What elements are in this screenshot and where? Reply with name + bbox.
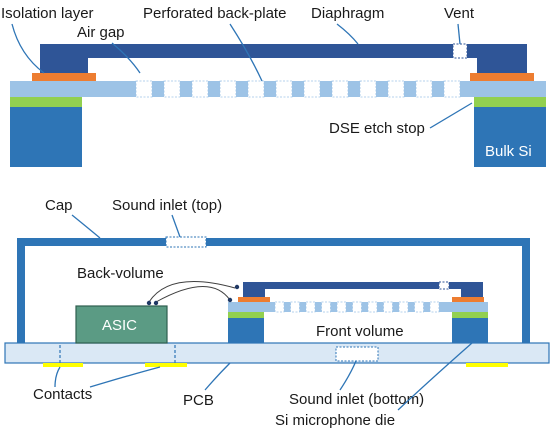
perforation-hole	[415, 80, 433, 98]
perforation-hole	[398, 301, 409, 313]
perforation-hole	[303, 80, 321, 98]
diaphragm-top	[40, 44, 527, 58]
label-sound-inlet-bottom: Sound inlet (bottom)	[289, 391, 424, 408]
perforation-hole	[429, 301, 440, 313]
bond-pad-asic-1	[146, 300, 152, 306]
perforation-hole	[359, 80, 377, 98]
perforation-hole	[336, 301, 347, 313]
label-front-volume: Front volume	[316, 323, 404, 340]
label-air-gap: Air gap	[77, 24, 125, 41]
perforation-hole	[290, 301, 300, 313]
die-back-plate-perforations	[274, 301, 440, 313]
die-etch-stop-right	[452, 312, 488, 318]
leader-sound-inlet-top	[171, 214, 181, 238]
leader-air-gap	[111, 42, 141, 74]
diaphragm-right-leg	[477, 58, 527, 73]
perforation-hole	[274, 301, 285, 313]
vent	[452, 43, 468, 59]
pcb	[4, 342, 550, 364]
isolation-layer-right	[470, 73, 534, 81]
die-diaphragm-left-leg	[243, 289, 265, 297]
label-sound-inlet-top: Sound inlet (top)	[112, 197, 222, 214]
leader-isolation-layer	[11, 23, 45, 74]
leader-cap	[71, 214, 101, 239]
leader-contacts-1	[54, 366, 61, 388]
die-diaphragm-right-leg	[461, 289, 483, 297]
asic-chip	[75, 305, 168, 344]
contact-2	[145, 363, 187, 367]
leader-si-microphone-die	[397, 342, 473, 411]
perforation-hole	[247, 80, 265, 98]
leader-contacts-2	[89, 366, 161, 388]
perforation-hole	[275, 80, 293, 98]
bulk-si-right	[474, 107, 546, 167]
perforation-hole	[321, 301, 331, 313]
back-plate-perforations	[135, 80, 461, 98]
etch-stop-left	[10, 97, 82, 107]
label-contacts: Contacts	[33, 386, 92, 403]
leader-dse-etch-stop	[429, 102, 473, 129]
perforation-hole	[352, 301, 362, 313]
perforation-hole	[135, 80, 153, 98]
bond-wire-1	[148, 281, 236, 303]
bottom-package-cross-section	[4, 236, 550, 367]
sound-inlet-top	[165, 236, 207, 248]
label-si-microphone-die: Si microphone die	[275, 412, 395, 429]
perforation-hole	[163, 80, 181, 98]
bond-pad-die-1	[234, 284, 240, 290]
die-bulk-si-right	[452, 318, 488, 343]
label-vent: Vent	[444, 5, 475, 22]
label-asic: ASIC	[102, 317, 137, 334]
die-diaphragm-top	[243, 282, 483, 289]
leader-diaphragm	[336, 23, 359, 45]
label-perforated-back-plate: Perforated back-plate	[143, 5, 286, 22]
perforation-hole	[367, 301, 378, 313]
label-diaphragm: Diaphragm	[311, 5, 384, 22]
label-bulk-si: Bulk Si	[485, 143, 532, 160]
label-cap: Cap	[45, 197, 73, 214]
leader-pcb	[204, 362, 231, 391]
die-etch-stop-left	[228, 312, 264, 318]
perforation-hole	[219, 80, 237, 98]
bond-wire-2	[155, 286, 231, 303]
top-mems-cross-section	[10, 43, 546, 167]
label-isolation-layer: Isolation layer	[1, 5, 94, 22]
die-bulk-si-left	[228, 318, 264, 343]
label-dse-etch-stop: DSE etch stop	[329, 120, 425, 137]
bond-pad-asic-2	[153, 300, 159, 306]
bulk-si-left	[10, 107, 82, 167]
diaphragm-left-leg	[40, 58, 88, 73]
perforation-hole	[331, 80, 349, 98]
perforation-hole	[191, 80, 209, 98]
leader-back-plate	[229, 23, 263, 82]
perforation-hole	[443, 80, 461, 98]
die-isolation-right	[452, 297, 484, 302]
perforation-hole	[387, 80, 405, 98]
perforation-hole	[383, 301, 393, 313]
etch-stop-right	[474, 97, 546, 107]
contact-3	[466, 363, 508, 367]
leader-vent	[457, 23, 461, 45]
perforation-hole	[305, 301, 316, 313]
isolation-layer-left	[32, 73, 96, 81]
label-pcb: PCB	[183, 392, 214, 409]
bond-pad-die-2	[227, 297, 233, 303]
perforation-hole	[414, 301, 424, 313]
contact-1	[43, 363, 83, 367]
die-vent	[438, 281, 450, 290]
leader-sound-inlet-bottom	[339, 360, 357, 391]
sound-inlet-bottom	[335, 346, 379, 362]
die-isolation-left	[238, 297, 270, 302]
label-back-volume: Back-volume	[77, 265, 164, 282]
